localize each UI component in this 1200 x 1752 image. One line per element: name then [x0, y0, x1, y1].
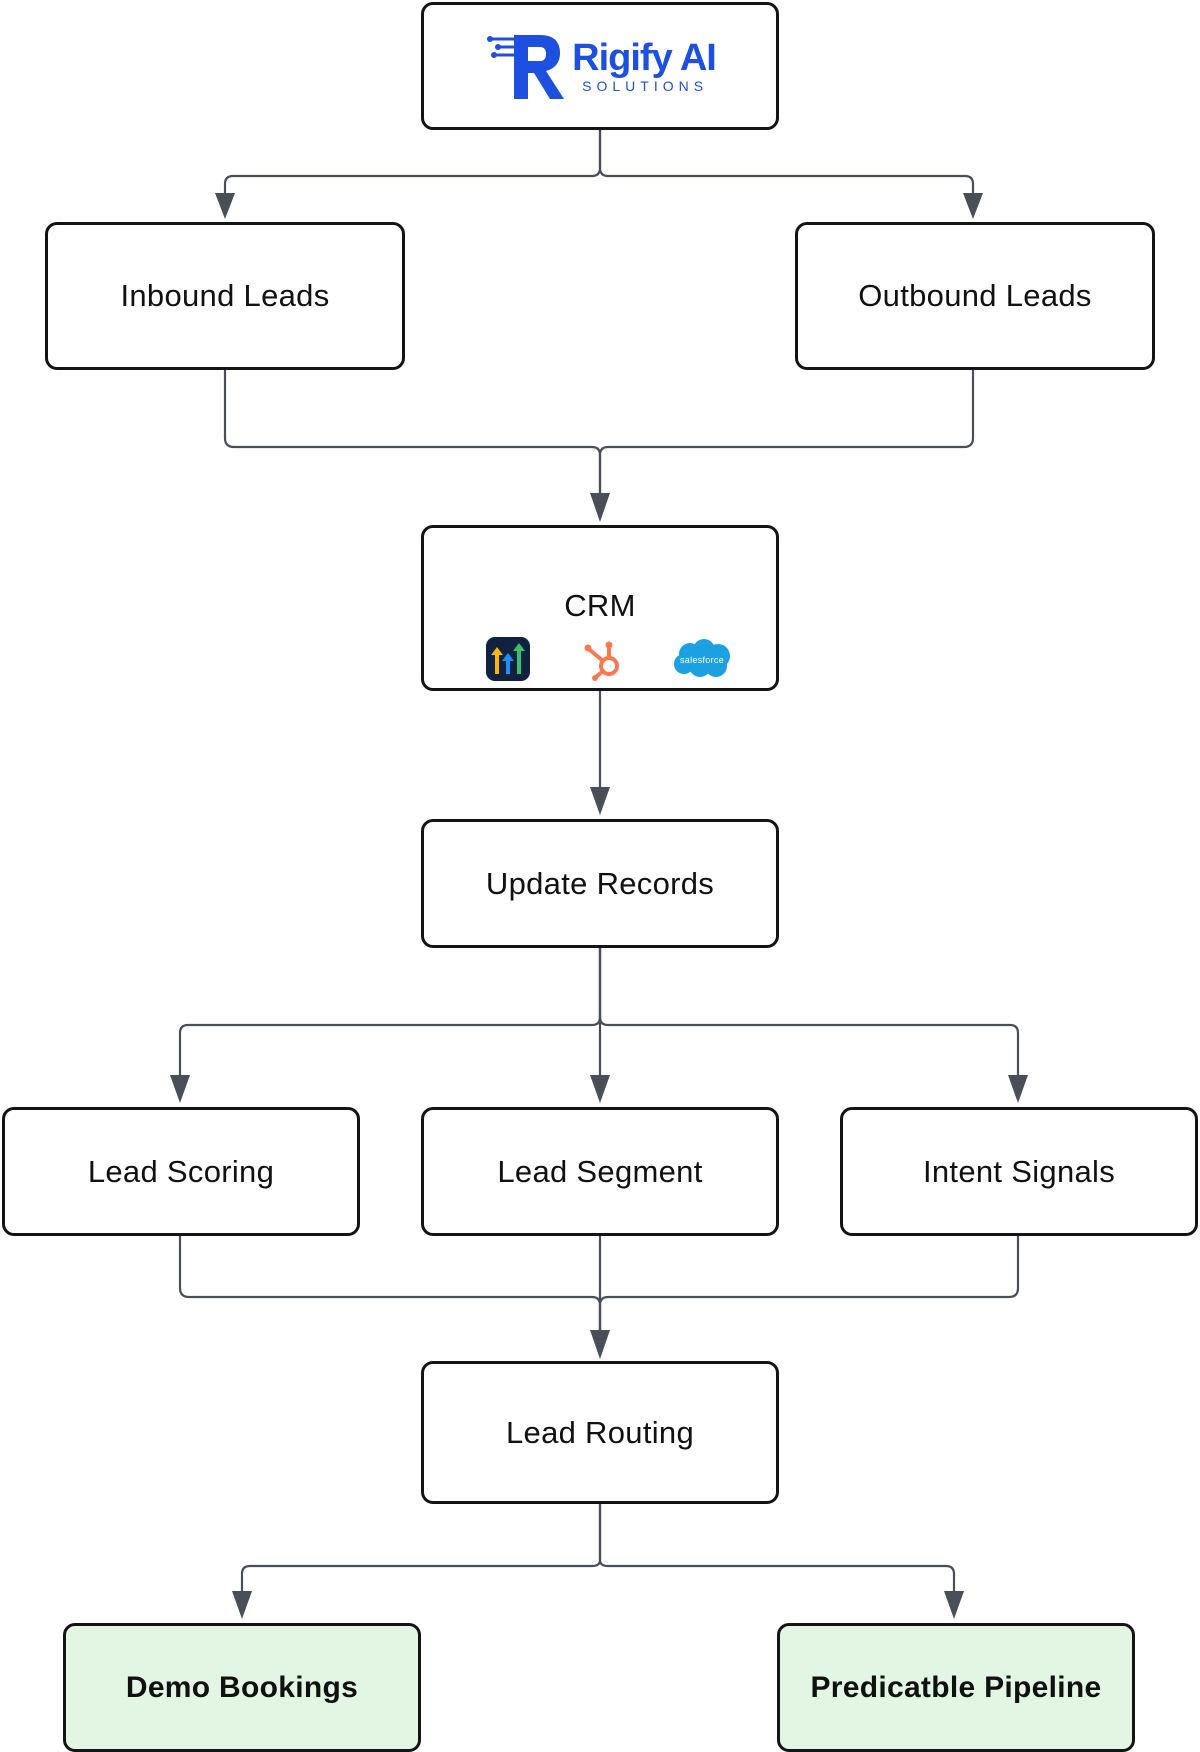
- connector-logo-outbound: [598, 130, 975, 198]
- crm-integrations: salesforce: [424, 636, 776, 684]
- predictable-pipeline-label: Predicatble Pipeline: [810, 1670, 1102, 1704]
- arrowhead-routing: [590, 1330, 610, 1359]
- connector-update-intent: [598, 947, 1020, 1080]
- arrowhead-crm: [590, 493, 610, 522]
- connector-inbound-crm: [223, 368, 602, 498]
- arrowhead-demo: [232, 1591, 252, 1619]
- lead-segment-label: Lead Segment: [497, 1153, 703, 1189]
- connector-scoring-routing: [178, 1235, 602, 1333]
- hubspot-icon: [584, 641, 619, 681]
- salesforce-wordmark: salesforce: [680, 655, 724, 665]
- predictable-pipeline-node: Predicatble Pipeline: [777, 1623, 1135, 1752]
- logo-node: Rigify AI SOLUTIONS: [421, 2, 779, 130]
- brand-name: Rigify AI: [572, 37, 717, 79]
- demo-bookings-node: Demo Bookings: [63, 1623, 421, 1752]
- gohighlevel-icon: [486, 637, 530, 681]
- inbound-leads-label: Inbound Leads: [120, 278, 330, 313]
- connector-routing-pipeline: [598, 1503, 956, 1595]
- arrowhead-segment: [590, 1075, 610, 1103]
- connector-outbound-crm: [598, 368, 975, 498]
- connector-intent-routing: [598, 1235, 1020, 1333]
- inbound-leads-node: Inbound Leads: [45, 222, 405, 370]
- update-records-node: Update Records: [421, 819, 779, 948]
- outbound-leads-label: Outbound Leads: [858, 278, 1092, 313]
- salesforce-icon: salesforce: [674, 639, 730, 677]
- crm-label: CRM: [564, 588, 636, 623]
- intent-signals-label: Intent Signals: [922, 1153, 1116, 1189]
- arrowhead-update: [590, 787, 610, 815]
- connector-logo-inbound: [223, 130, 602, 198]
- brand-logo: Rigify AI SOLUTIONS: [484, 31, 717, 101]
- lead-segment-node: Lead Segment: [421, 1107, 779, 1236]
- lead-routing-label: Lead Routing: [505, 1414, 695, 1450]
- connector-update-scoring: [178, 947, 602, 1080]
- rigify-r-icon: [487, 35, 565, 99]
- intent-signals-node: Intent Signals: [840, 1107, 1198, 1236]
- arrowhead-intent: [1008, 1075, 1028, 1103]
- crm-node: CRM: [421, 525, 779, 691]
- lead-scoring-node: Lead Scoring: [2, 1107, 360, 1236]
- arrowhead-scoring: [170, 1075, 190, 1103]
- lead-scoring-label: Lead Scoring: [87, 1153, 275, 1189]
- update-records-label: Update Records: [485, 865, 715, 901]
- demo-bookings-label: Demo Bookings: [125, 1670, 359, 1704]
- arrowhead-outbound: [963, 193, 983, 219]
- outbound-leads-node: Outbound Leads: [795, 222, 1155, 370]
- arrowhead-pipeline: [944, 1591, 964, 1619]
- lead-routing-node: Lead Routing: [421, 1361, 779, 1504]
- connector-routing-demo: [240, 1503, 602, 1595]
- arrowhead-inbound: [215, 193, 235, 219]
- brand-tagline: SOLUTIONS: [582, 78, 709, 94]
